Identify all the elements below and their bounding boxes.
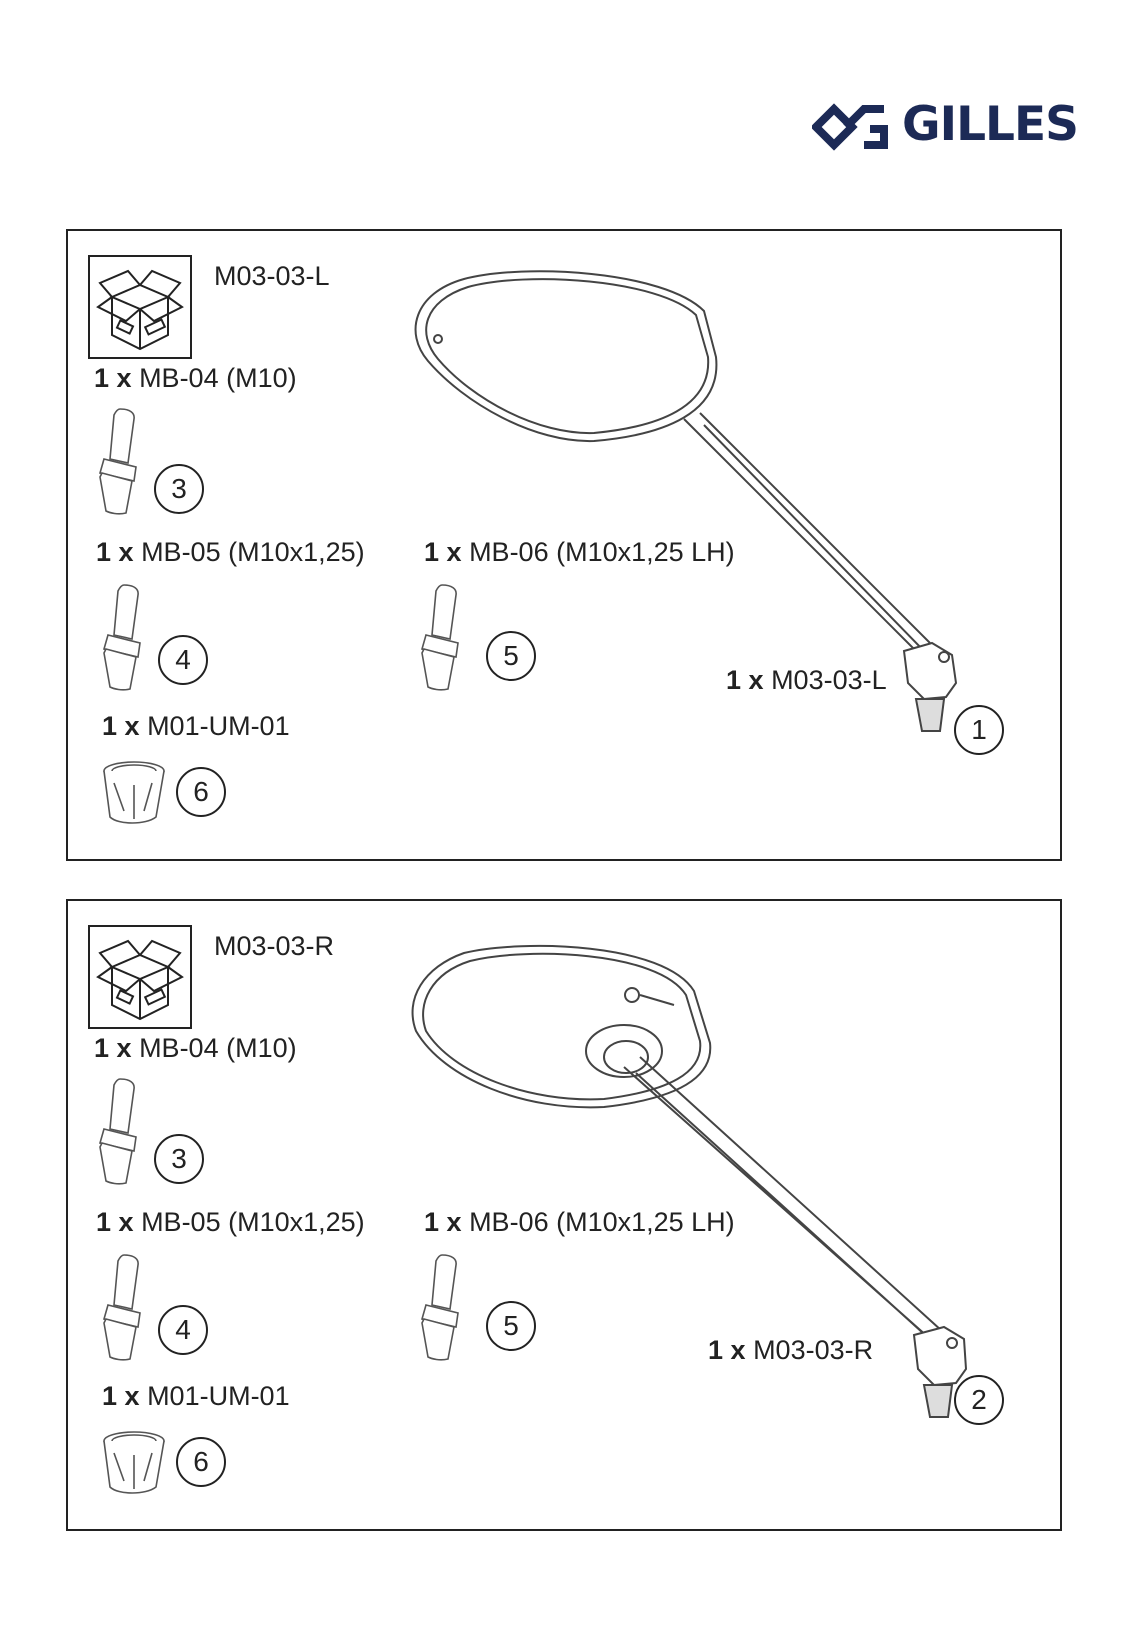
part-label-mirror: 1 x M03-03-R — [708, 1335, 873, 1366]
mirror-right-drawing — [404, 939, 984, 1439]
package-box-icon — [88, 255, 192, 359]
package-box-icon — [88, 925, 192, 1029]
callout-1: 1 — [954, 705, 1004, 755]
part-label-m01-um-01: 1 x M01-UM-01 — [102, 1381, 290, 1412]
part-qty: 1 x — [424, 537, 462, 567]
gilles-emblem-icon — [812, 103, 888, 151]
part-label-mb-04: 1 x MB-04 (M10) — [94, 1033, 297, 1064]
part-name: MB-05 (M10x1,25) — [141, 1207, 365, 1237]
callout-6: 6 — [176, 1437, 226, 1487]
part-label-mb-04: 1 x MB-04 (M10) — [94, 363, 297, 394]
part-label-mb-05: 1 x MB-05 (M10x1,25) — [96, 1207, 365, 1238]
part-name: M03-03-L — [771, 665, 887, 695]
callout-2: 2 — [954, 1375, 1004, 1425]
bolt-mb-06-drawing — [412, 1253, 474, 1363]
part-name: MB-04 (M10) — [139, 363, 297, 393]
part-name: MB-06 (M10x1,25 LH) — [469, 1207, 735, 1237]
part-qty: 1 x — [94, 363, 132, 393]
part-name: MB-05 (M10x1,25) — [141, 537, 365, 567]
callout-4: 4 — [158, 635, 208, 685]
part-name: M01-UM-01 — [147, 1381, 290, 1411]
part-label-m01-um-01: 1 x M01-UM-01 — [102, 711, 290, 742]
adapter-nut-drawing — [98, 1429, 168, 1499]
adapter-nut-drawing — [98, 759, 168, 829]
part-qty: 1 x — [424, 1207, 462, 1237]
bolt-mb-04-drawing — [90, 407, 152, 517]
part-qty: 1 x — [102, 711, 140, 741]
kit-panel-left: M03-03-L 1 x MB-04 (M10) 3 1 x MB-05 (M1… — [66, 229, 1062, 861]
bolt-mb-04-drawing — [90, 1077, 152, 1187]
part-qty: 1 x — [96, 1207, 134, 1237]
bolt-mb-05-drawing — [94, 1253, 156, 1363]
part-qty: 1 x — [102, 1381, 140, 1411]
callout-4: 4 — [158, 1305, 208, 1355]
brand-name: GILLES — [902, 97, 1079, 152]
part-label-mb-06: 1 x MB-06 (M10x1,25 LH) — [424, 537, 735, 568]
kit-code: M03-03-R — [214, 931, 335, 961]
part-name: MB-06 (M10x1,25 LH) — [469, 537, 735, 567]
part-qty: 1 x — [726, 665, 764, 695]
part-qty: 1 x — [708, 1335, 746, 1365]
kit-code: M03-03-L — [214, 261, 330, 291]
mirror-left-drawing — [404, 253, 984, 753]
callout-3: 3 — [154, 464, 204, 514]
kit-panel-right: M03-03-R 1 x MB-04 (M10) 3 1 x MB-05 (M1… — [66, 899, 1062, 1531]
part-name: M03-03-R — [753, 1335, 874, 1365]
callout-6: 6 — [176, 767, 226, 817]
callout-3: 3 — [154, 1134, 204, 1184]
part-label-mb-06: 1 x MB-06 (M10x1,25 LH) — [424, 1207, 735, 1238]
part-qty: 1 x — [96, 537, 134, 567]
callout-5: 5 — [486, 631, 536, 681]
part-qty: 1 x — [94, 1033, 132, 1063]
part-name: MB-04 (M10) — [139, 1033, 297, 1063]
gilles-logo: GILLES — [812, 95, 1079, 159]
part-name: M01-UM-01 — [147, 711, 290, 741]
part-label-mirror: 1 x M03-03-L — [726, 665, 887, 696]
bolt-mb-06-drawing — [412, 583, 474, 693]
callout-5: 5 — [486, 1301, 536, 1351]
part-label-mb-05: 1 x MB-05 (M10x1,25) — [96, 537, 365, 568]
bolt-mb-05-drawing — [94, 583, 156, 693]
